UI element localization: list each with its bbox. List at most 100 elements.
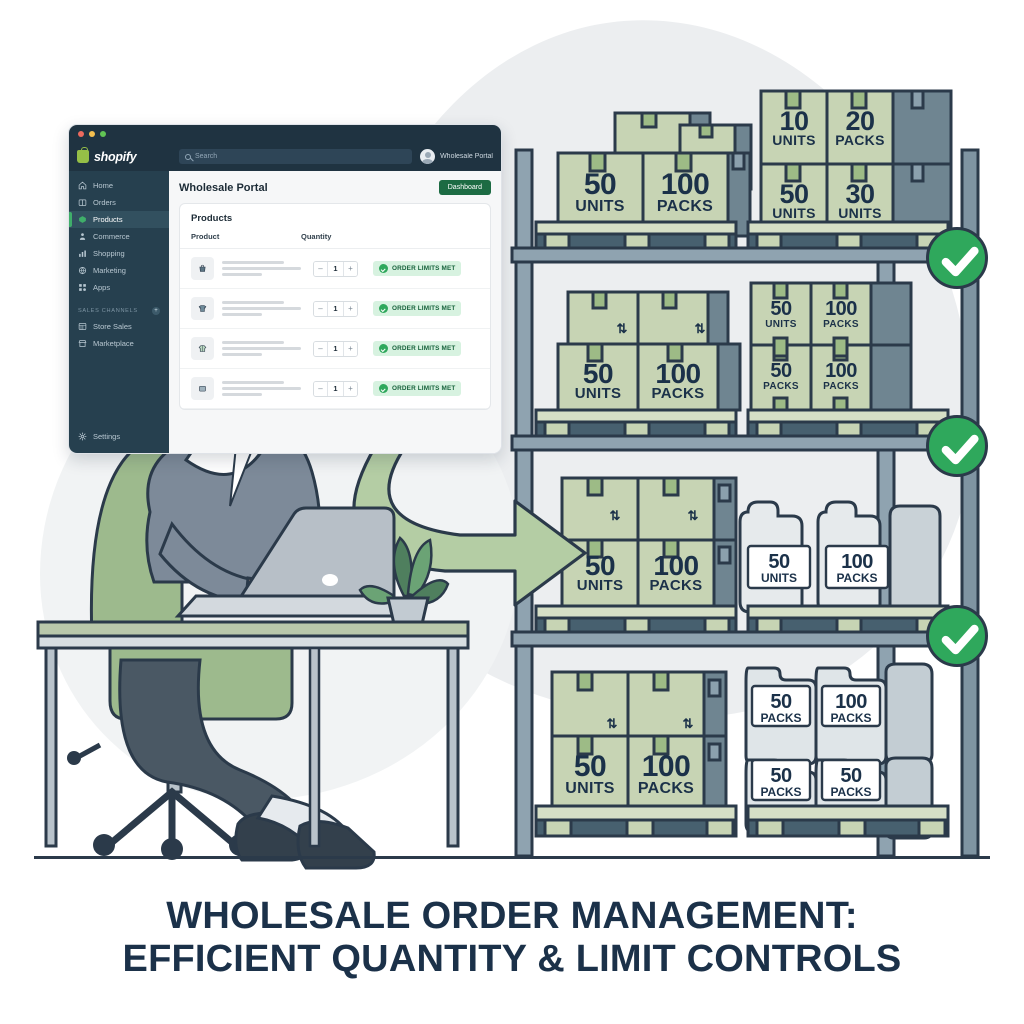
products-card: Products Product Quantity – 1 + ORDER LI…	[179, 203, 491, 410]
container-label: 50 PACKS	[726, 766, 836, 798]
quantity-value[interactable]: 1	[327, 261, 344, 276]
floor-line	[34, 856, 990, 859]
box-label: 50 UNITS	[540, 169, 660, 216]
sidebar-channel-marketplace[interactable]: Marketplace	[69, 335, 169, 352]
container-quantity: 100	[841, 551, 873, 573]
table-row[interactable]: – 1 + ORDER LIMITS MET	[180, 249, 490, 289]
window-titlebar	[69, 125, 501, 142]
sidebar-item-label: Apps	[93, 283, 111, 292]
caption-line-1: WHOLESALE ORDER MANAGEMENT:	[166, 895, 858, 937]
search-input[interactable]: Search	[179, 149, 413, 164]
quantity-increment-button[interactable]: +	[344, 341, 357, 356]
minimize-icon[interactable]	[89, 130, 95, 137]
box-unit: UNITS	[575, 198, 625, 216]
box-unit: PACKS	[823, 318, 859, 330]
box-quantity: 100	[641, 750, 691, 783]
gear-icon	[78, 432, 87, 441]
quantity-decrement-button[interactable]: –	[314, 261, 327, 276]
quantity-increment-button[interactable]: +	[344, 301, 357, 316]
sidebar-item-commerce[interactable]: Commerce	[69, 228, 169, 245]
box-label: 50 UNITS	[540, 551, 660, 594]
orders-icon	[78, 199, 87, 206]
box-label: 100 PACKS	[606, 750, 726, 798]
product-text-placeholder	[222, 341, 301, 356]
sidebar-channel-store-sales[interactable]: Store Sales	[69, 318, 169, 335]
box-label: 30 UNITS	[800, 180, 920, 221]
quantity-stepper[interactable]: – 1 +	[313, 380, 358, 397]
sidebar-channel-label: Marketplace	[93, 339, 134, 348]
status-badge-label: ORDER LIMITS MET	[392, 265, 456, 272]
sidebar-item-orders[interactable]: Orders	[69, 194, 169, 211]
apps-icon	[79, 284, 86, 291]
product-icon	[199, 385, 206, 392]
box-quantity: 100	[825, 360, 857, 382]
bag-icon	[199, 264, 206, 272]
box-unit: PACKS	[651, 385, 705, 403]
products-icon	[79, 216, 86, 223]
table-row[interactable]: – 1 + ORDER LIMITS MET	[180, 289, 490, 329]
quantity-stepper[interactable]: – 1 +	[313, 260, 358, 277]
status-badge: ORDER LIMITS MET	[373, 261, 462, 276]
sidebar-item-settings[interactable]: Settings	[69, 428, 169, 445]
close-icon[interactable]	[78, 130, 84, 137]
quantity-decrement-button[interactable]: –	[314, 341, 327, 356]
sidebar-item-label: Home	[93, 181, 114, 190]
svg-text:⇅: ⇅	[683, 716, 694, 731]
box-unit: UNITS	[765, 318, 797, 330]
app-topbar: shopify Search Wholesale Portal	[69, 142, 501, 171]
quantity-decrement-button[interactable]: –	[314, 301, 327, 316]
quantity-stepper[interactable]: – 1 +	[313, 340, 358, 357]
sidebar-item-products[interactable]: Products	[69, 211, 169, 228]
customer-icon	[79, 233, 86, 240]
settings-label: Settings	[93, 432, 121, 441]
box-label: 50 UNITS	[734, 179, 854, 221]
container-quantity: 50	[770, 765, 792, 787]
box-quantity: 100	[660, 168, 710, 201]
product-thumbnail	[191, 337, 214, 360]
shopify-logo[interactable]: shopify	[77, 147, 171, 164]
product-text-placeholder	[222, 301, 301, 316]
box-quantity: 20	[845, 106, 875, 136]
box-label: 100 PACKS	[781, 299, 901, 330]
box-quantity: 50	[779, 179, 809, 209]
sidebar-section-label: SALES CHANNELS	[78, 308, 138, 314]
quantity-increment-button[interactable]: +	[344, 261, 357, 276]
analytics-icon	[79, 250, 86, 257]
quantity-increment-button[interactable]: +	[344, 381, 357, 396]
check-icon	[941, 246, 979, 277]
quantity-value[interactable]: 1	[327, 341, 344, 356]
sidebar-item-marketing[interactable]: Marketing	[69, 262, 169, 279]
user-menu[interactable]: Wholesale Portal	[420, 149, 493, 164]
status-badge: ORDER LIMITS MET	[373, 301, 462, 316]
box-unit: PACKS	[637, 780, 695, 798]
check-icon	[379, 304, 388, 313]
container-quantity: 50	[768, 551, 790, 573]
maximize-icon[interactable]	[100, 130, 106, 137]
shelf-1-check	[926, 227, 988, 289]
sidebar: Home Orders Products Commerce Shopping M…	[69, 171, 169, 453]
quantity-value[interactable]: 1	[327, 301, 344, 316]
sidebar-item-shopping[interactable]: Shopping	[69, 245, 169, 262]
box-label: 100 PACKS	[781, 360, 901, 392]
check-icon	[379, 344, 388, 353]
container-label: 50 PACKS	[796, 766, 906, 798]
box-unit: PACKS	[823, 380, 859, 392]
sidebar-item-apps[interactable]: Apps	[69, 279, 169, 296]
product-thumbnail	[191, 257, 214, 280]
table-row[interactable]: – 1 + ORDER LIMITS MET	[180, 369, 490, 409]
quantity-stepper[interactable]: – 1 +	[313, 300, 358, 317]
marketing-icon	[78, 266, 87, 275]
quantity-value[interactable]: 1	[327, 381, 344, 396]
shelf-2-check	[926, 415, 988, 477]
box-label: 50 UNITS	[721, 299, 841, 330]
status-badge: ORDER LIMITS MET	[373, 381, 462, 396]
page-title: Wholesale Portal	[179, 181, 268, 194]
product-rows: – 1 + ORDER LIMITS MET – 1 + ORDER LIMIT…	[180, 249, 490, 409]
shopify-admin-window[interactable]: shopify Search Wholesale Portal Home Ord…	[68, 124, 502, 454]
table-row[interactable]: – 1 + ORDER LIMITS MET	[180, 329, 490, 369]
dashboard-button[interactable]: Dashboard	[438, 180, 491, 195]
sidebar-item-home[interactable]: Home	[69, 177, 169, 194]
add-channel-button[interactable]: +	[152, 307, 160, 315]
quantity-decrement-button[interactable]: –	[314, 381, 327, 396]
container-unit: PACKS	[760, 785, 802, 799]
